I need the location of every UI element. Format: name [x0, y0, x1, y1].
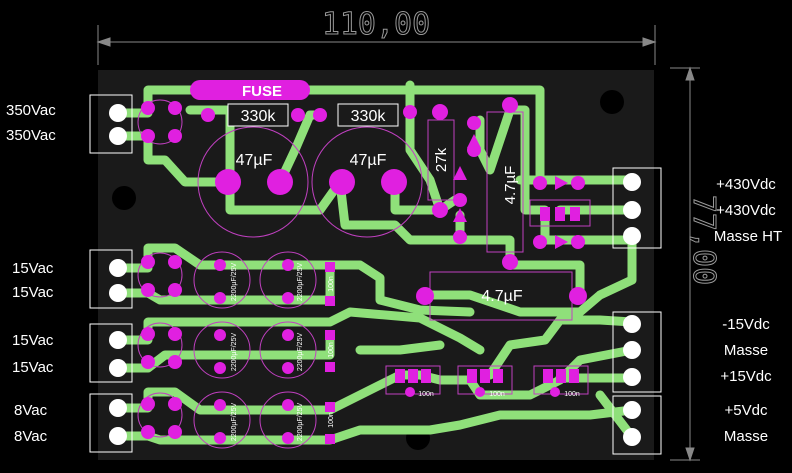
component-labels	[227, 103, 399, 127]
fuse-body	[190, 80, 310, 100]
output-label-4: -15Vdc	[722, 316, 770, 333]
width-dimension: 110,00	[322, 7, 430, 42]
svg-text:2200µF/25V: 2200µF/25V	[297, 403, 304, 442]
input-label-7: 8Vac	[14, 402, 48, 419]
output-label-8: Masse	[723, 428, 769, 445]
output-label-7: +5Vdc	[724, 402, 768, 419]
c4-label: 4.7µF	[481, 288, 522, 305]
output-label-2: +430Vdc	[716, 202, 776, 219]
output-label-3: Masse HT	[713, 228, 783, 245]
connectors	[89, 94, 662, 455]
input-label-2: 350Vac	[6, 127, 56, 144]
svg-text:100n: 100n	[418, 391, 434, 398]
solder-pads	[109, 104, 641, 446]
c1-label: 47µF	[236, 152, 273, 169]
input-label-3: 15Vac	[12, 260, 54, 277]
height-dimension: 77,00	[686, 195, 721, 285]
svg-text:100n: 100n	[328, 342, 335, 358]
r3-label: 27k	[433, 147, 450, 172]
input-label-4: 15Vac	[12, 284, 54, 301]
input-label-8: 8Vac	[14, 428, 48, 445]
elco-labels: 2200µF/25V 2200µF/25V 2200µF/25V 2200µF/…	[231, 263, 580, 442]
output-label-1: +430Vdc	[716, 176, 776, 193]
r1-label: 330k	[241, 108, 277, 125]
svg-text:100n: 100n	[328, 276, 335, 292]
svg-text:2200µF/25V: 2200µF/25V	[297, 263, 304, 302]
input-label-5: 15Vac	[12, 332, 54, 349]
svg-text:2200µF/25V: 2200µF/25V	[297, 333, 304, 372]
svg-text:2200µF/25V: 2200µF/25V	[231, 333, 238, 372]
output-label-6: +15Vdc	[720, 368, 772, 385]
c2-label: 47µF	[350, 152, 387, 169]
svg-text:100n: 100n	[328, 412, 335, 428]
r2-label: 330k	[351, 108, 387, 125]
svg-text:2200µF/25V: 2200µF/25V	[231, 263, 238, 302]
output-label-5: Masse	[723, 342, 769, 359]
component-pads	[141, 97, 587, 444]
dimension-lines	[96, 25, 700, 462]
svg-text:100n: 100n	[564, 391, 580, 398]
diode-symbols	[453, 134, 568, 249]
svg-text:2200µF/25V: 2200µF/25V	[231, 403, 238, 442]
svg-text:100n: 100n	[489, 391, 505, 398]
input-label-1: 350Vac	[6, 102, 56, 119]
fuse-label: FUSE	[242, 83, 282, 100]
c3-label: 4.7µF	[502, 166, 519, 205]
input-label-6: 15Vac	[12, 359, 54, 376]
